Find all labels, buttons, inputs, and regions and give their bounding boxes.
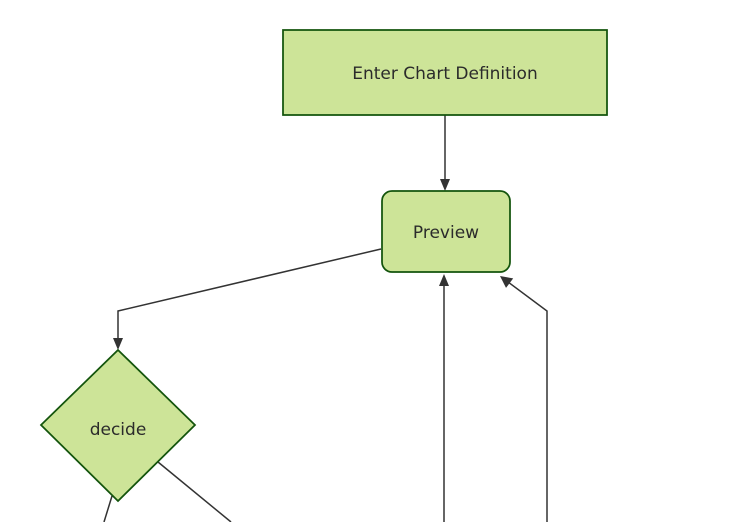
node-decide: decide (39, 348, 197, 503)
node-enter-chart-definition-shape (282, 29, 608, 116)
node-decide-label: decide (90, 420, 147, 440)
node-enter-chart-definition: Enter Chart Definition (282, 29, 608, 116)
edge-preview-to-decide (117, 248, 382, 340)
arrowhead-preview-to-decide (113, 338, 123, 350)
node-enter-chart-definition-label: Enter Chart Definition (352, 64, 537, 84)
edge-decide-to-offscreen-center (157, 461, 232, 522)
arrowhead-offscreen-right-to-preview (500, 276, 514, 288)
edge-decide-to-offscreen-left (103, 495, 113, 522)
edge-offscreen-right-to-preview (507, 281, 548, 522)
arrowhead-offscreen-to-preview (439, 274, 449, 286)
arrowhead-enter-to-preview (440, 179, 450, 191)
node-preview-shape (381, 190, 511, 273)
node-decide-shape (39, 348, 197, 503)
node-preview-label: Preview (413, 223, 479, 243)
node-preview: Preview (381, 190, 511, 273)
